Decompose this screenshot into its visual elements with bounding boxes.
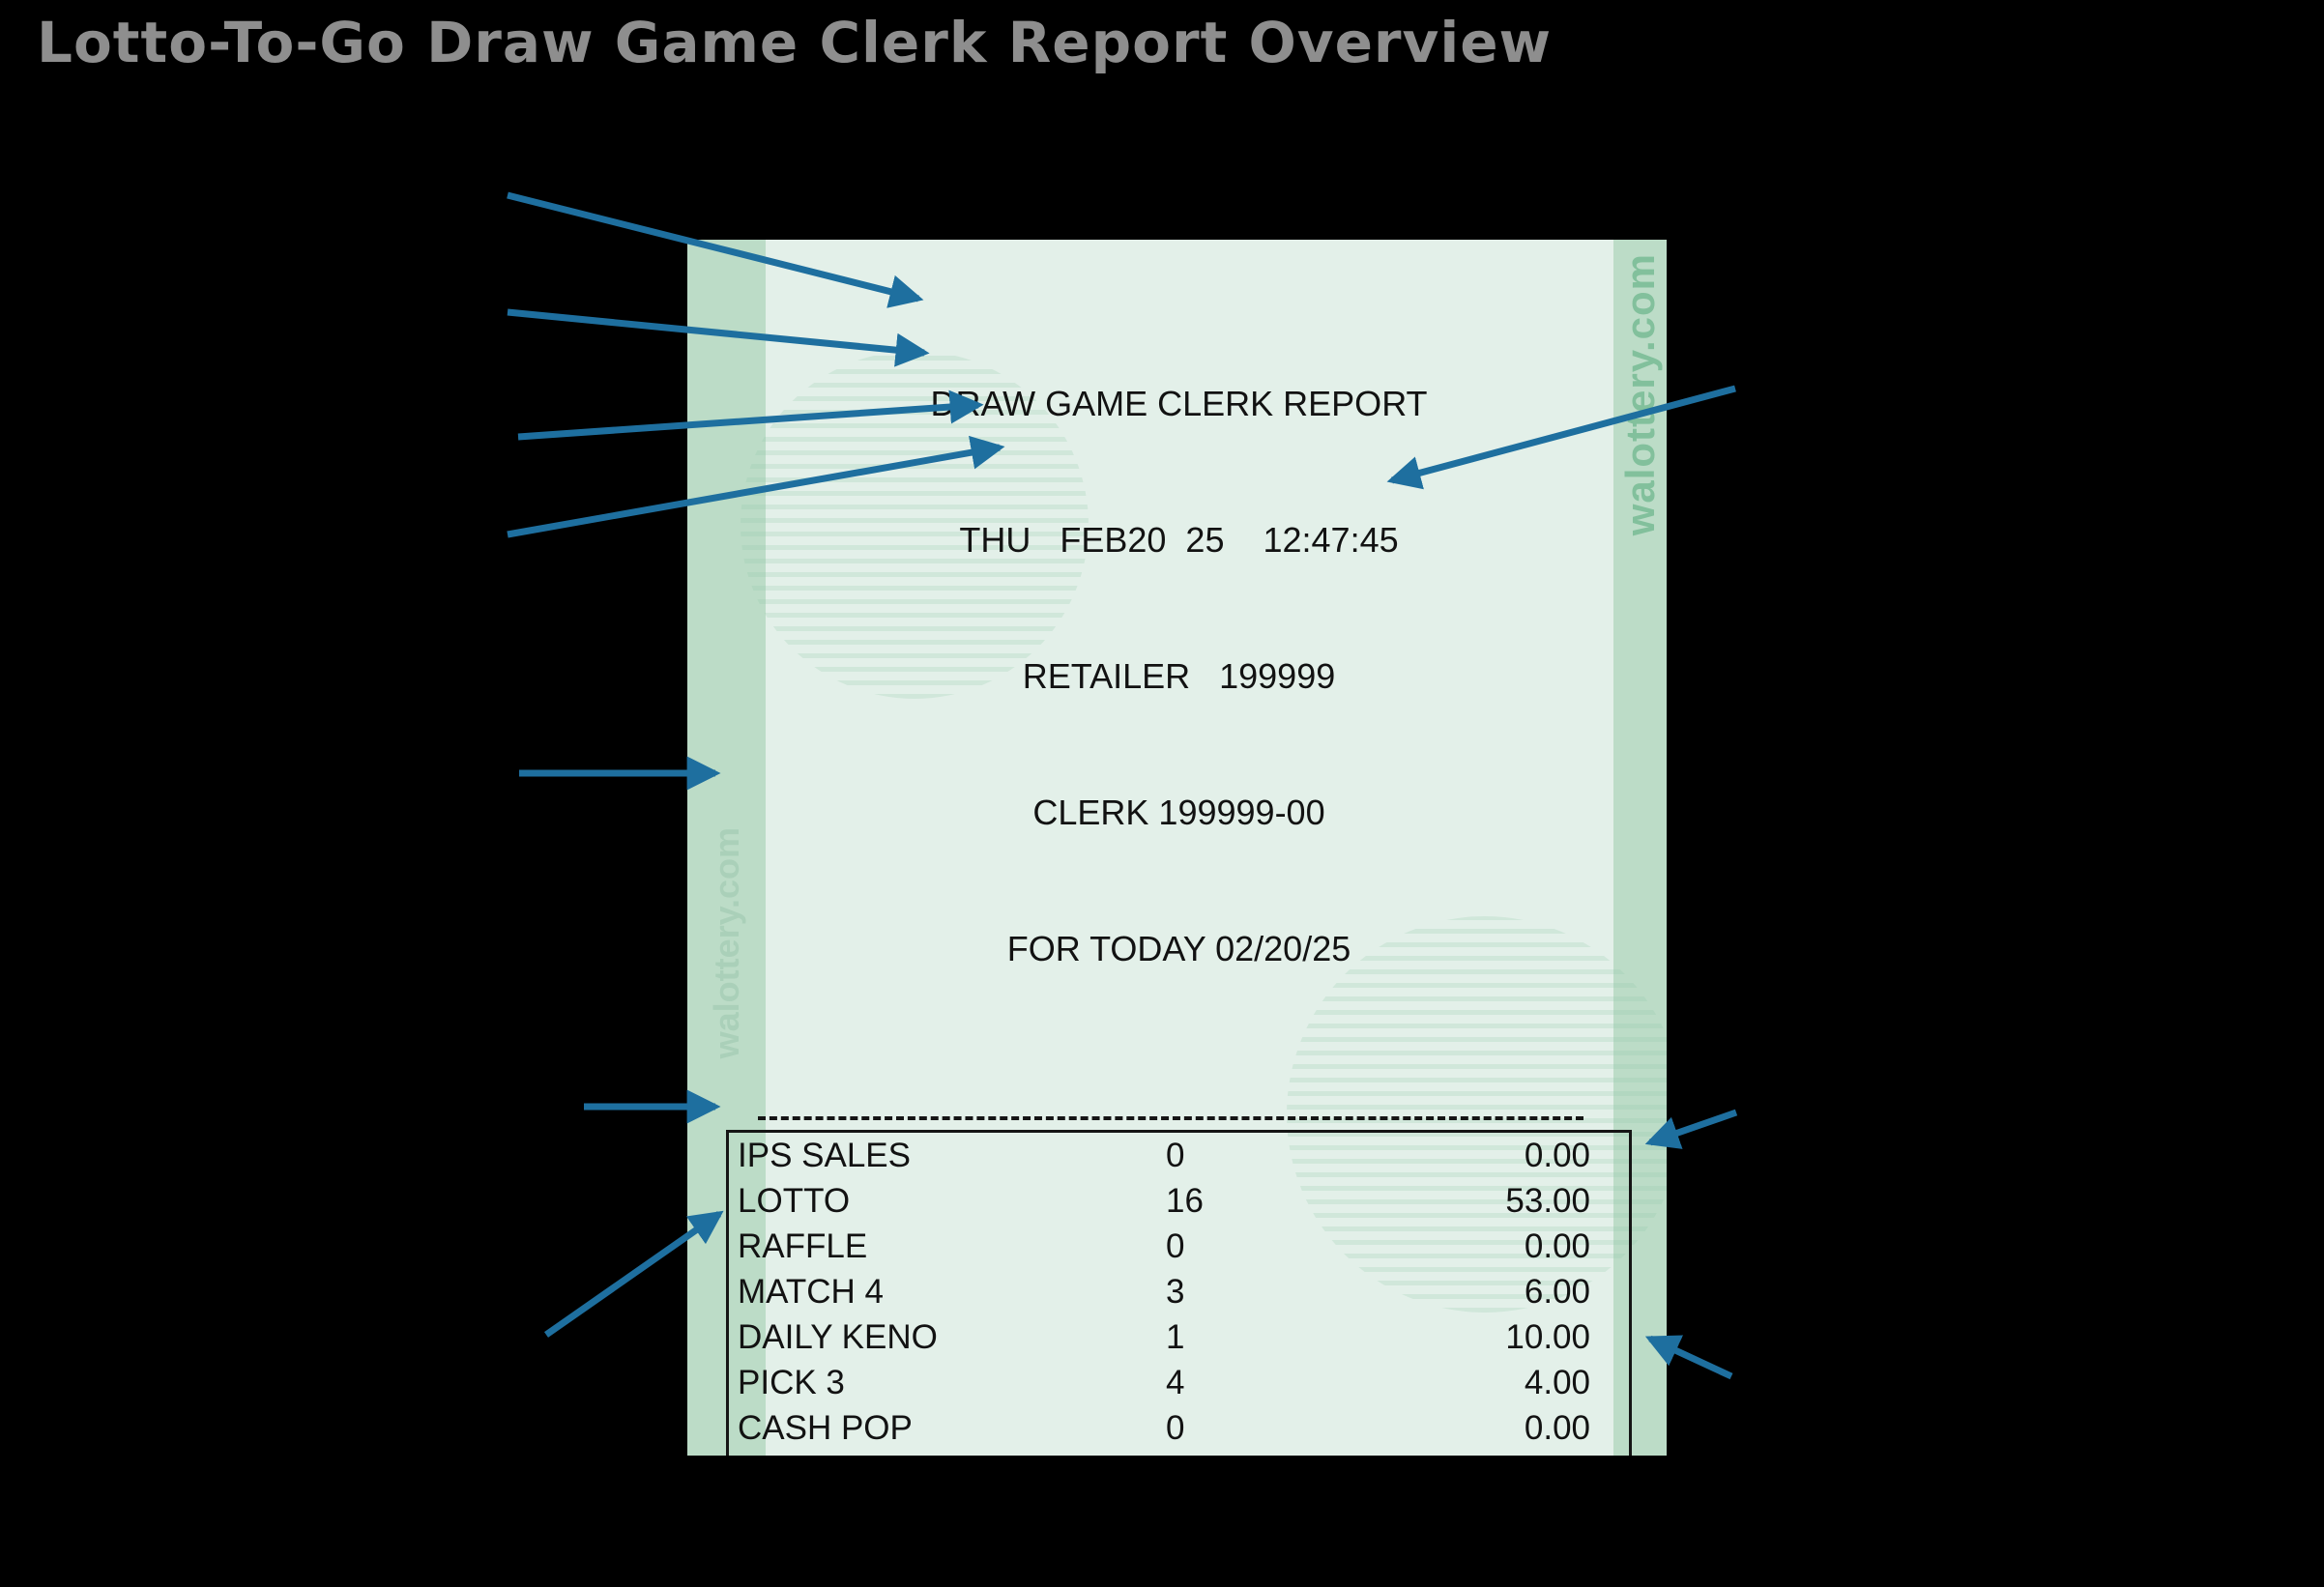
report-title-line: DRAW GAME CLERK REPORT [930,384,1428,423]
receipt-content: DRAW GAME CLERK REPORT THU FEB20 25 12:4… [726,240,1632,1456]
retailer-line: RETAILER 199999 [1022,656,1336,696]
table-row: HIT 5932.00 [729,1451,1629,1456]
report-datetime-line: THU FEB20 25 12:47:45 [959,520,1399,560]
clerk-report-receipt: walottery.com walottery.com DRAW GAME CL… [687,240,1667,1456]
page-title: Lotto-To-Go Draw Game Clerk Report Overv… [37,10,1553,75]
receipt-header: DRAW GAME CLERK REPORT THU FEB20 25 12:4… [726,290,1632,1062]
watermark-swirl-icon [1287,916,1667,1313]
dashed-separator [758,1116,1583,1120]
for-today-line: FOR TODAY 02/20/25 [1006,929,1351,968]
clerk-line: CLERK 199999-00 [1032,793,1325,832]
